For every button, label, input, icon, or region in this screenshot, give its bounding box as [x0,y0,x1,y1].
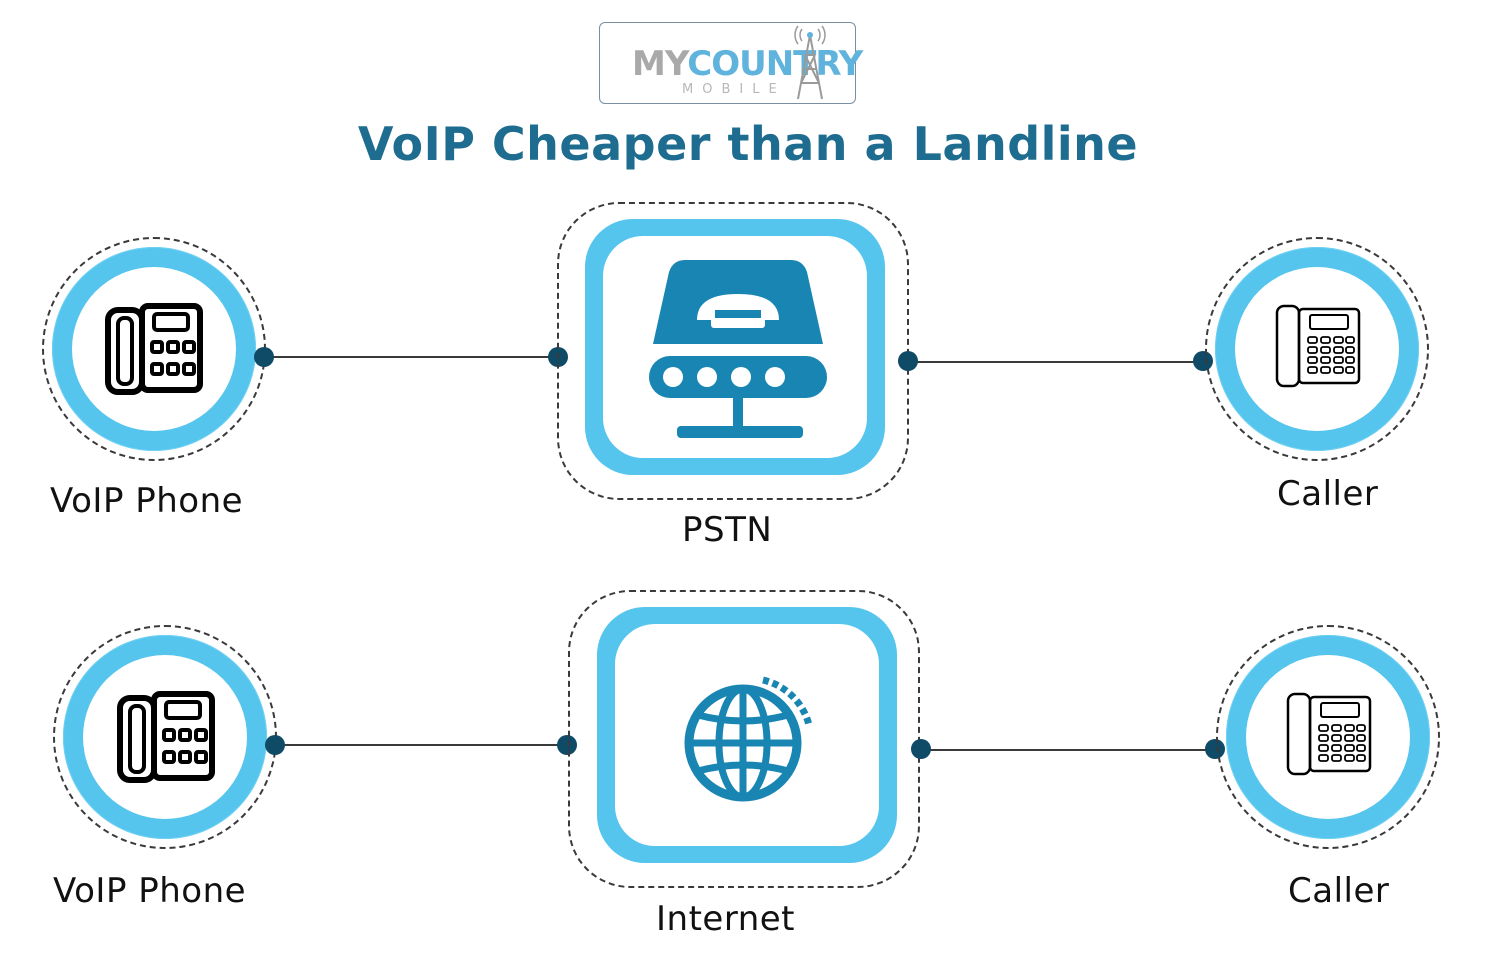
caller-node-ring [1205,237,1429,461]
landline-phone-icon [1275,304,1361,388]
connector-line [908,361,1204,363]
page-title: VoIP Cheaper than a Landline [357,117,1139,171]
logo-word-country: COUNTRY [687,44,863,84]
connector-line [921,749,1215,751]
voip-desk-phone-icon [105,303,203,395]
caller-label: Caller [1277,474,1379,514]
tower-icon [794,25,826,100]
globe-icon [684,676,813,802]
connector-line [264,356,558,358]
voip-phone-label: VoIP Phone [50,481,244,521]
pstn-server-phone-icon [649,260,827,438]
connector-dot [557,735,577,755]
connector-dot [911,739,931,759]
connector-dot [898,351,918,371]
internet-node-inner [615,624,879,846]
logo-subtext: MOBILE [682,82,786,97]
connector-dot [254,347,274,367]
caller-label: Caller [1288,871,1390,911]
internet-label: Internet [656,899,796,939]
connector-dot [265,735,285,755]
voip-desk-phone-icon [117,691,215,783]
caller-node-ring [1216,625,1440,849]
logo-wordmark: MYCOUNTRY [632,44,863,84]
pstn-label: PSTN [682,510,773,550]
logo: MYCOUNTRY MOBILE [599,22,863,104]
landline-phone-icon [1286,692,1372,776]
logo-word-my: MY [632,44,688,84]
voip-phone-label: VoIP Phone [53,871,247,911]
connector-line [275,744,567,746]
